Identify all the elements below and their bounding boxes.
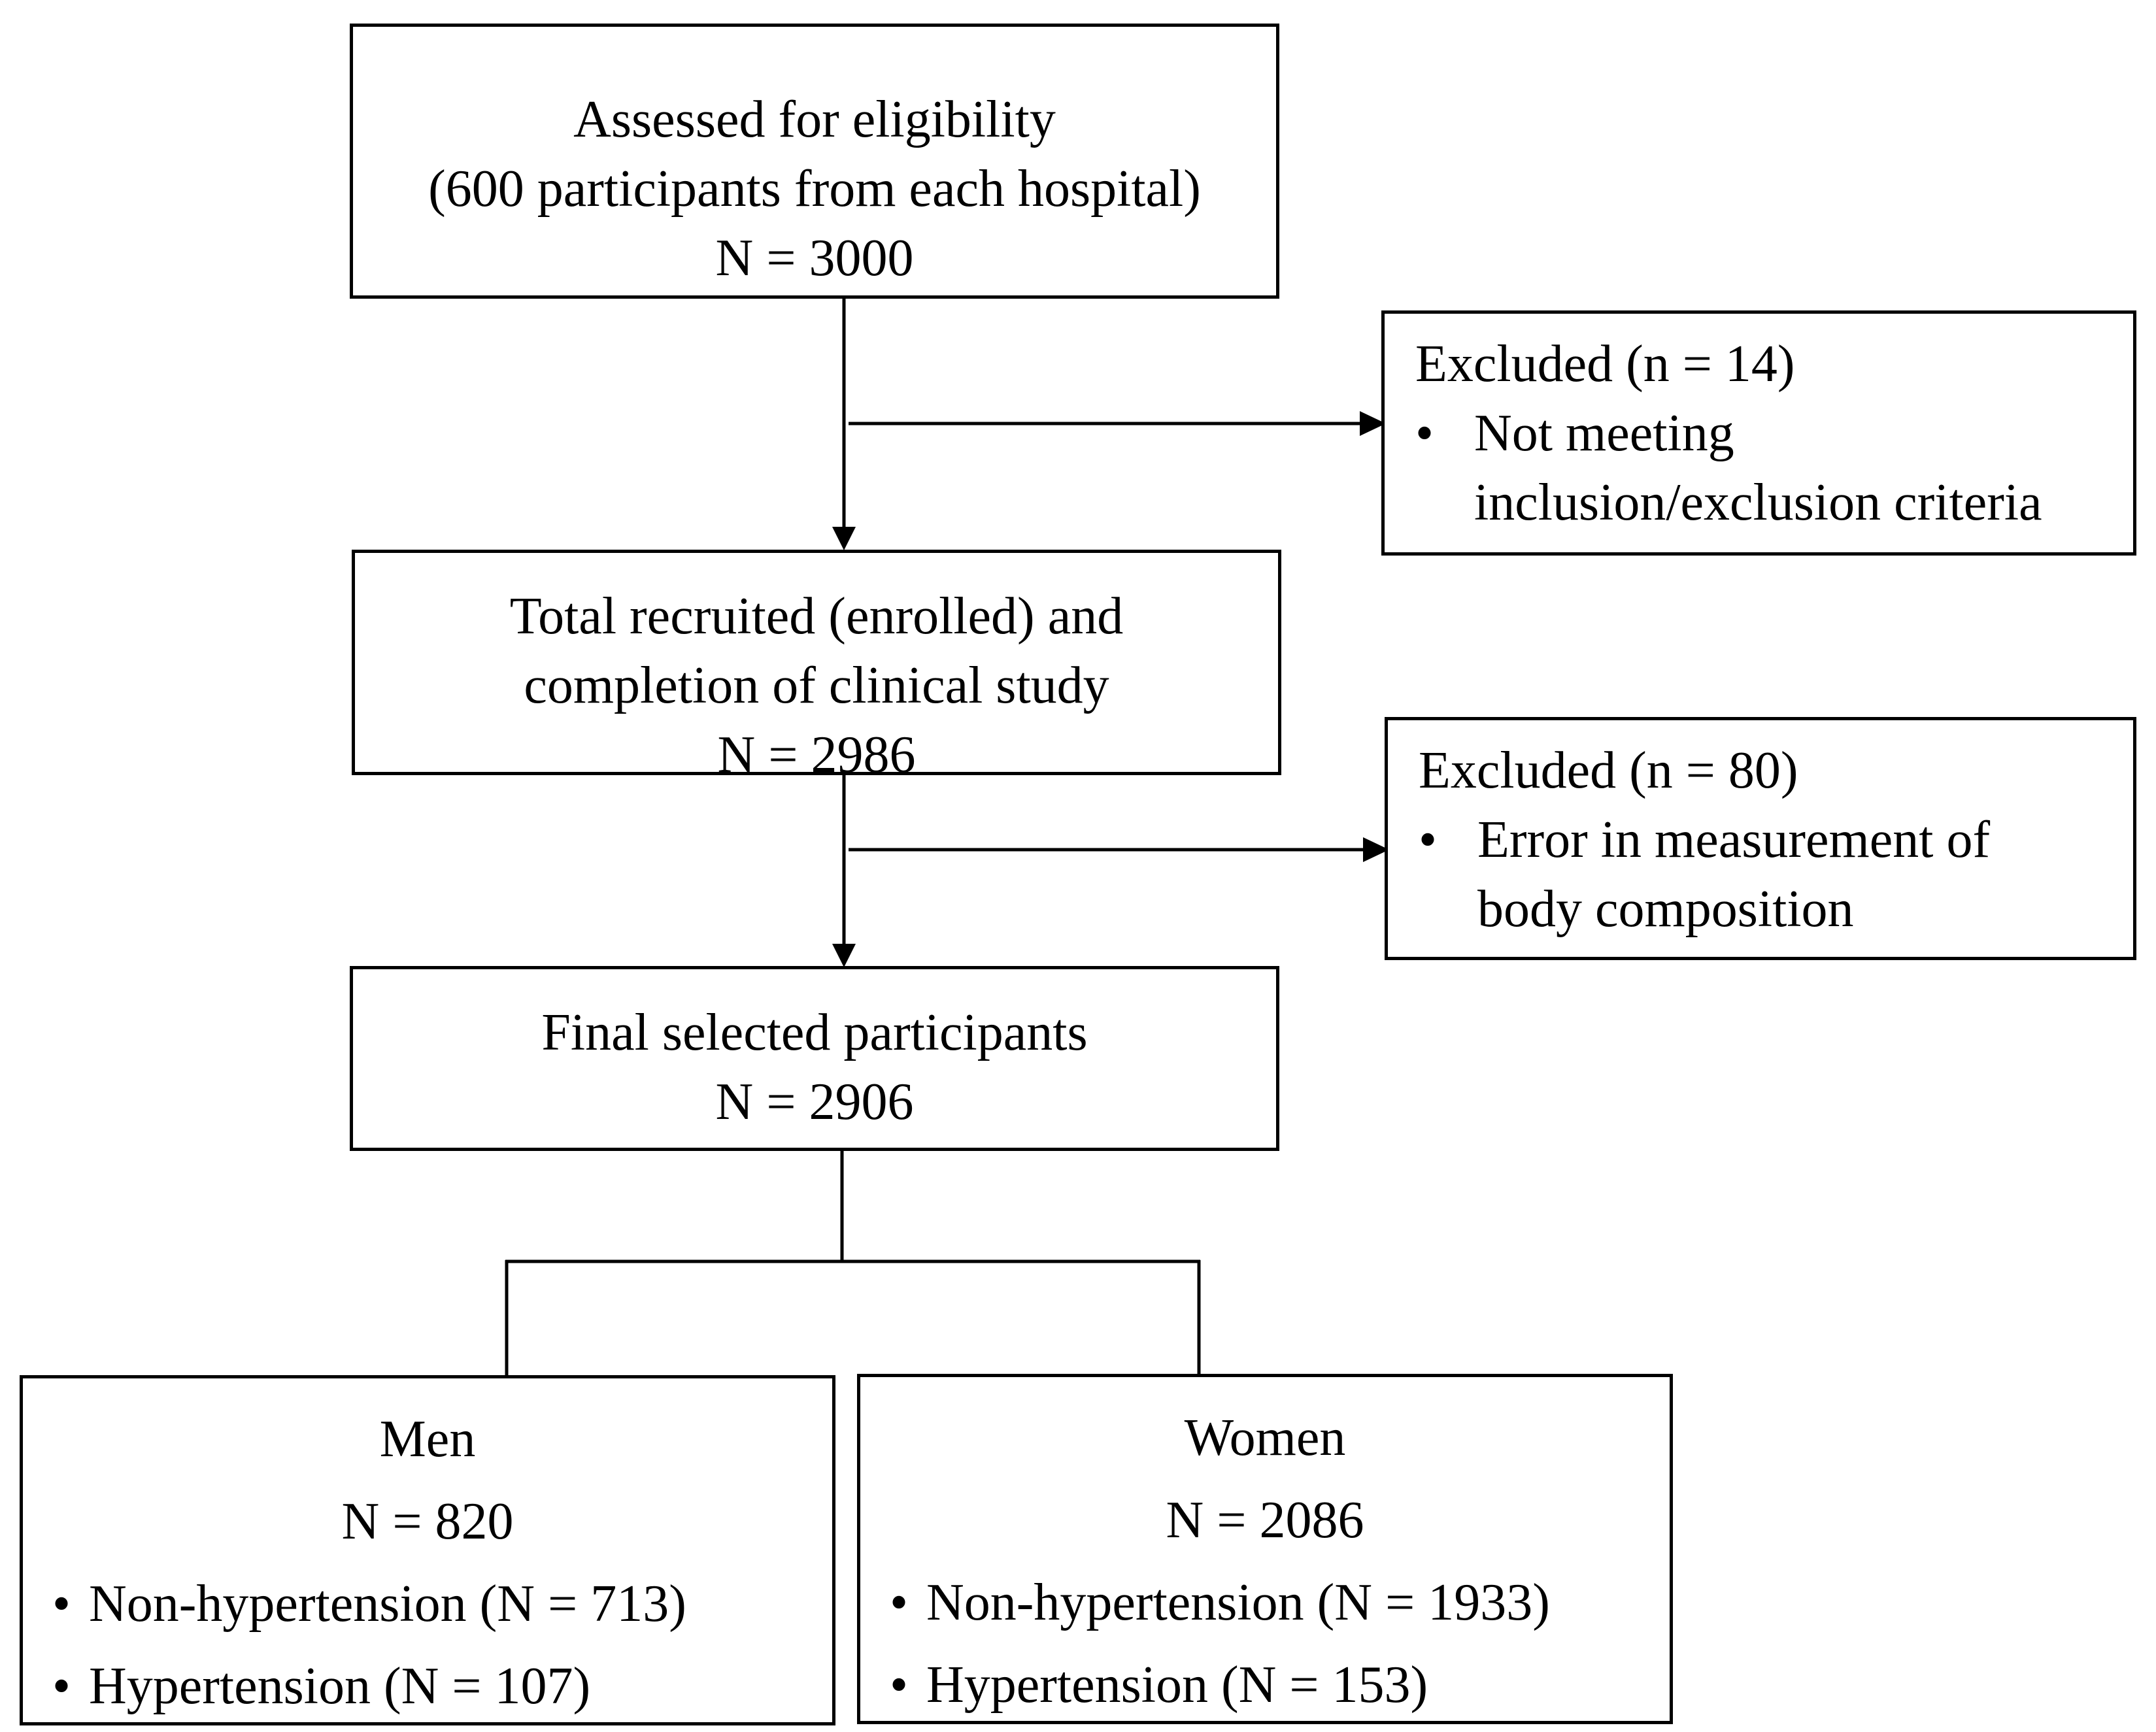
bullet-icon: • <box>890 1574 909 1631</box>
bullet-icon: • <box>52 1575 71 1633</box>
assessed-line-1: Assessed for eligibility <box>573 91 1056 148</box>
arrowhead-2 <box>1360 411 1386 436</box>
arrowhead-1 <box>832 527 856 550</box>
women-title: Women <box>1184 1409 1346 1467</box>
men-box: Men N = 820 • Non-hypertension (N = 713)… <box>20 1375 835 1725</box>
excluded-2-bullet-item: • Error in measurement of <box>1419 805 2133 874</box>
excluded-1-bullet-item: • Not meeting <box>1415 399 2133 468</box>
assessed-box: Assessed for eligibility (600 participan… <box>350 24 1279 299</box>
arrowhead-4 <box>1363 837 1389 862</box>
recruited-line-2: completion of clinical study <box>524 657 1109 714</box>
final-line-1: Final selected participants <box>541 1004 1088 1061</box>
bullet-icon: • <box>52 1657 71 1715</box>
excluded-box-1: Excluded (n = 14) • Not meeting inclusio… <box>1381 310 2136 556</box>
women-item: • Hypertension (N = 153) <box>890 1644 1670 1726</box>
final-count: N = 2906 <box>715 1073 914 1131</box>
recruited-box: Total recruited (enrolled) and completio… <box>352 550 1281 784</box>
excluded-1-reason-line-1: Not meeting <box>1474 405 1734 462</box>
bullet-icon: • <box>1419 811 1438 869</box>
assessed-line-2: (600 participants from each hospital) <box>428 160 1201 218</box>
men-item-label: Hypertension (N = 107) <box>89 1657 591 1715</box>
women-item: • Non-hypertension (N = 1933) <box>890 1561 1670 1644</box>
women-item-label: Non-hypertension (N = 1933) <box>926 1574 1550 1631</box>
recruited-count: N = 2986 <box>717 726 916 784</box>
men-title: Men <box>379 1410 476 1468</box>
women-item-label: Hypertension (N = 153) <box>926 1656 1428 1714</box>
excluded-2-reason-line-2: body composition <box>1477 880 1854 938</box>
bullet-icon: • <box>1415 405 1434 462</box>
excluded-2-reason-line-1: Error in measurement of <box>1477 811 1991 869</box>
men-item: • Non-hypertension (N = 713) <box>52 1563 832 1645</box>
final-box: Final selected participants N = 2906 <box>350 966 1279 1151</box>
excluded-2-title: Excluded (n = 80) <box>1419 742 1798 799</box>
assessed-count: N = 3000 <box>715 229 914 287</box>
men-item-label: Non-hypertension (N = 713) <box>89 1575 686 1633</box>
men-item: • Hypertension (N = 107) <box>52 1645 832 1727</box>
excluded-1-reason-line-2: inclusion/exclusion criteria <box>1474 474 2042 531</box>
excluded-box-2: Excluded (n = 80) • Error in measurement… <box>1385 717 2136 960</box>
women-box: Women N = 2086 • Non-hypertension (N = 1… <box>857 1374 1673 1724</box>
bullet-icon: • <box>890 1656 909 1714</box>
recruited-line-1: Total recruited (enrolled) and <box>509 588 1124 645</box>
women-count: N = 2086 <box>1166 1491 1364 1549</box>
men-count: N = 820 <box>341 1493 514 1550</box>
excluded-1-title: Excluded (n = 14) <box>1415 335 1795 393</box>
arrowhead-3 <box>832 944 856 967</box>
